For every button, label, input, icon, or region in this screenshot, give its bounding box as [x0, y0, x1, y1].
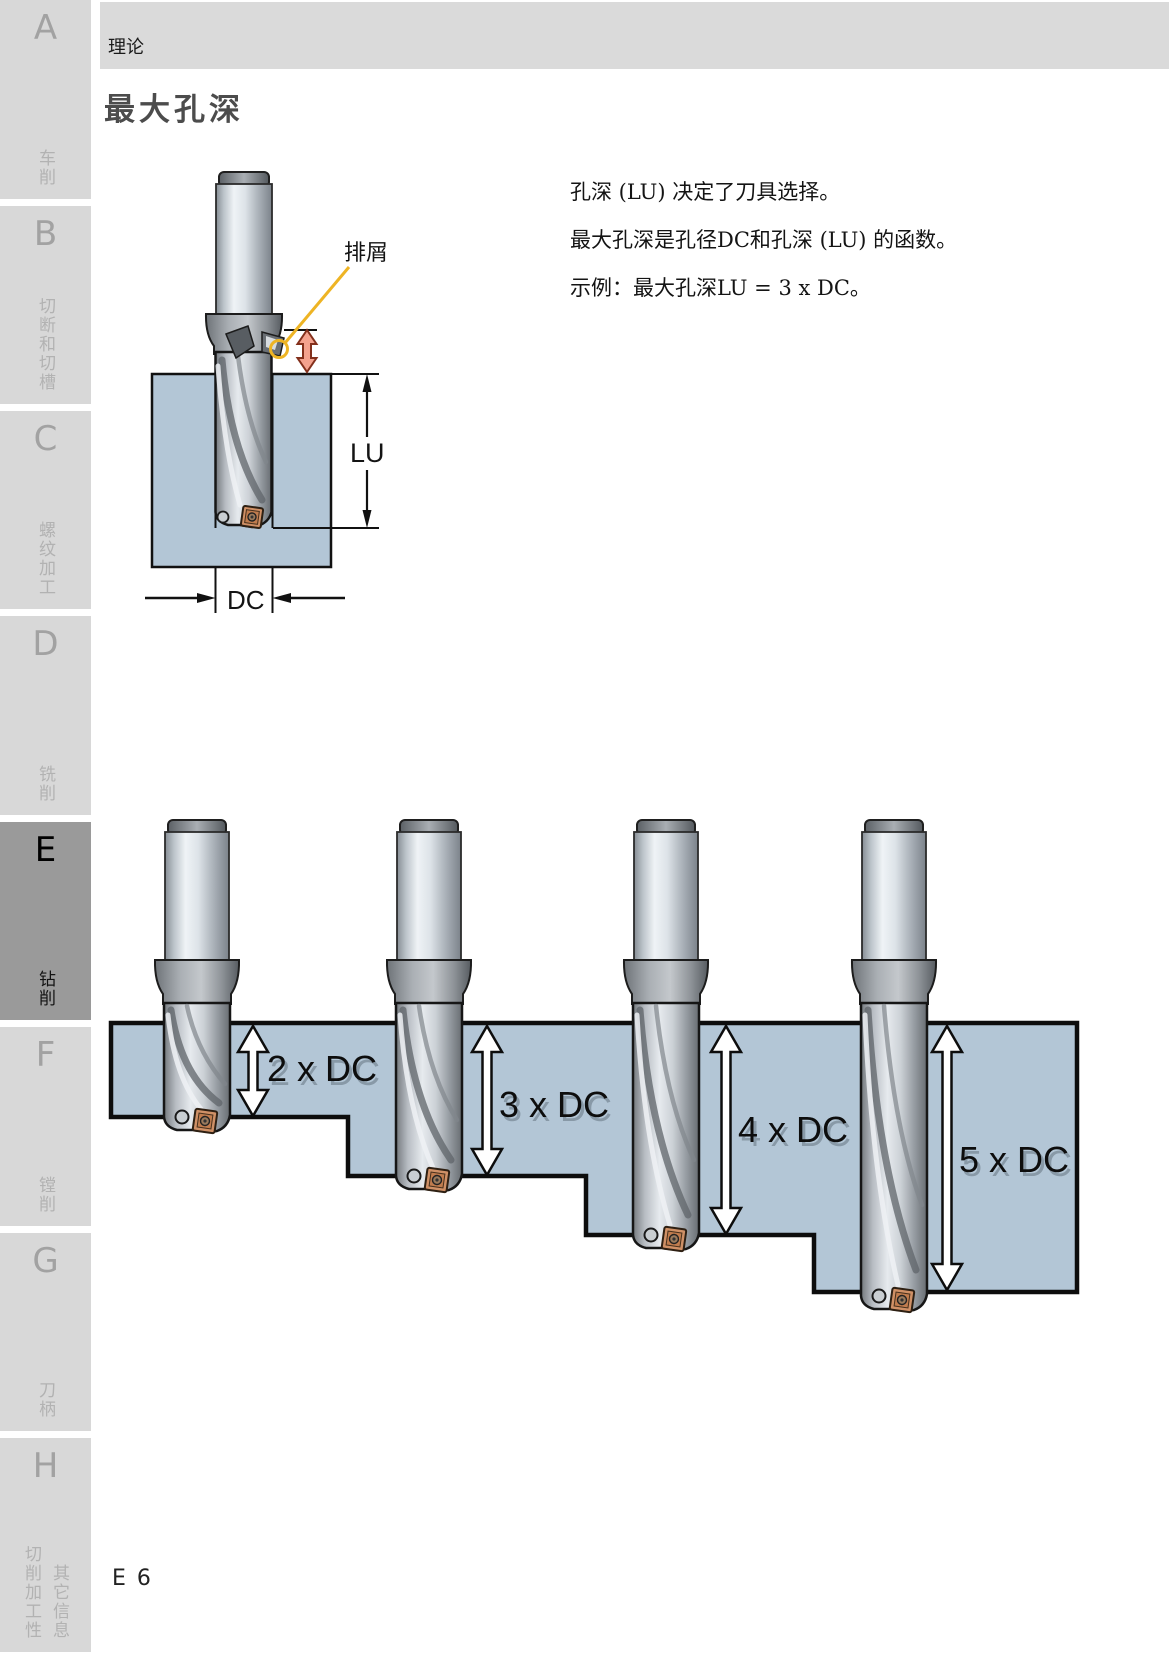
section-letter: H — [32, 1446, 59, 1486]
section-label: 螺纹加工 — [35, 521, 55, 597]
drill-illustration — [204, 171, 285, 530]
depth-label-4xdc: 4 x DC — [738, 1109, 848, 1150]
stepped-workpiece-block — [108, 1020, 1080, 1295]
depth-comparison-diagram: 2 x DC 2 x DC 3 x DC 3 x DC 4 x DC 4 x D… — [108, 819, 1080, 1314]
section-label: 刀柄 — [35, 1381, 55, 1419]
section-label: 镗削 — [35, 1176, 55, 1214]
depth-arrow-4xdc — [708, 1023, 744, 1237]
depth-arrow-5xdc — [929, 1023, 965, 1293]
section-letter: C — [33, 419, 58, 459]
sidebar-item-turning[interactable]: A 车削 — [0, 0, 91, 199]
header-bar: 理论 — [100, 2, 1169, 69]
drill-4xdc — [622, 819, 710, 1253]
breadcrumb: 理论 — [108, 37, 144, 58]
coolant-hole — [216, 510, 230, 524]
section-letter: B — [33, 214, 58, 254]
depth-label-3xdc: 3 x DC — [499, 1084, 609, 1125]
drill-5xdc — [850, 819, 938, 1314]
depth-label-shadow: 2 x DC — [270, 1052, 380, 1093]
exposed-length-arrow — [295, 328, 319, 374]
sidebar-item-milling[interactable]: D 铣削 — [0, 616, 91, 815]
page-number: E 6 — [112, 1566, 153, 1591]
sidebar-item-tool-holding[interactable]: G 刀柄 — [0, 1233, 91, 1431]
depth-label-shadow: 4 x DC — [741, 1113, 851, 1154]
section-label: 铣削 — [35, 765, 55, 803]
sidebar-item-machinability-info[interactable]: H 切削加工性 其它信息 — [0, 1438, 91, 1652]
lu-dimension: LU — [350, 374, 385, 528]
chip-evacuation-callout: 排屑 — [269, 240, 388, 359]
intro-line-2: 最大孔深是孔径DC和孔深 (LU) 的函数。 — [570, 228, 958, 252]
depth-arrow-2xdc — [235, 1023, 271, 1119]
intro-line-3: 示例：最大孔深LU = 3 x DC。 — [570, 276, 871, 300]
dc-dimension: DC — [145, 567, 345, 615]
section-letter: G — [32, 1241, 59, 1281]
drill-2xdc — [153, 819, 241, 1135]
section-label: 切削加工性 — [21, 1545, 41, 1640]
sidebar-item-threading[interactable]: C 螺纹加工 — [0, 411, 91, 609]
section-label-2: 其它信息 — [49, 1564, 69, 1640]
intro-text: 孔深 (LU) 决定了刀具选择。 最大孔深是孔径DC和孔深 (LU) 的函数。 … — [570, 168, 957, 312]
section-letter: E — [34, 830, 57, 870]
lu-label: LU — [350, 438, 385, 468]
intro-line-1: 孔深 (LU) 决定了刀具选择。 — [570, 180, 841, 204]
chip-pocket-highlight-circle — [269, 339, 289, 359]
insert — [239, 504, 265, 530]
section-letter: D — [32, 624, 59, 664]
depth-label-shadow: 5 x DC — [962, 1143, 1072, 1184]
depth-label-shadow: 3 x DC — [502, 1088, 612, 1129]
max-hole-depth-diagram: LU DC 排屑 — [145, 171, 388, 615]
section-letter: A — [33, 8, 58, 48]
depth-label-5xdc: 5 x DC — [959, 1139, 1069, 1180]
section-label: 切断和切槽 — [35, 297, 55, 392]
section-label: 钻削 — [35, 970, 55, 1008]
dc-label: DC — [227, 585, 265, 615]
depth-label-2xdc: 2 x DC — [267, 1048, 377, 1089]
depth-arrow-3xdc — [469, 1023, 505, 1178]
page-title: 最大孔深 — [104, 92, 244, 128]
sidebar-item-parting-grooving[interactable]: B 切断和切槽 — [0, 206, 91, 404]
section-letter: F — [35, 1035, 56, 1075]
chip-evacuation-label: 排屑 — [344, 240, 388, 265]
section-label: 车削 — [35, 149, 55, 187]
sidebar-item-drilling[interactable]: E 钻削 — [0, 822, 91, 1020]
drill-3xdc — [385, 819, 473, 1194]
sidebar-item-boring[interactable]: F 镗削 — [0, 1027, 91, 1226]
